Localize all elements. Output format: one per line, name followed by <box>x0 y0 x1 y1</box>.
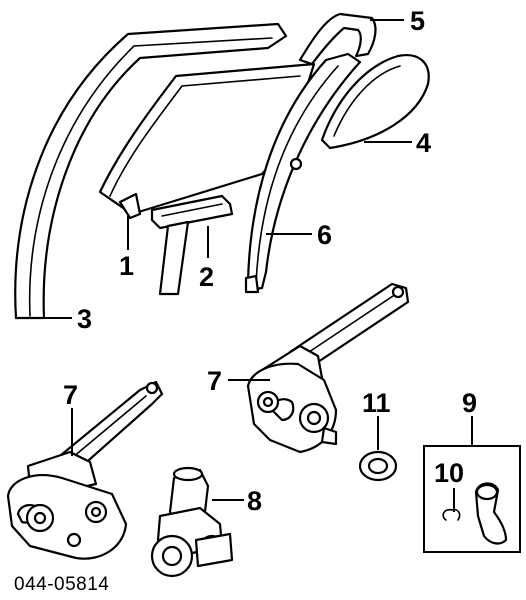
part-7-window-regulator-left <box>6 380 164 560</box>
callout-2: 2 <box>199 262 214 292</box>
part-11-grommet <box>358 450 398 482</box>
diagram-code: 044-05814 <box>14 574 109 595</box>
part-4-quarter-glass <box>320 54 430 150</box>
callout-10: 10 <box>434 458 464 488</box>
callout-9: 9 <box>462 388 477 418</box>
part-5-division-bar-top <box>298 12 377 66</box>
part-2-glass-channel <box>150 194 234 296</box>
part-3-glass-run-channel <box>14 22 288 320</box>
callout-11: 11 <box>362 388 391 418</box>
callout-7-left: 7 <box>63 380 78 410</box>
part-8-regulator-motor <box>150 466 234 578</box>
callout-5: 5 <box>410 6 425 36</box>
leader-lines <box>30 19 473 512</box>
callout-4: 4 <box>416 128 431 158</box>
callout-3: 3 <box>77 304 92 334</box>
part-7-window-regulator-right <box>246 282 410 454</box>
callout-6: 6 <box>317 220 332 250</box>
callout-7-right: 7 <box>207 366 222 396</box>
callout-8: 8 <box>247 486 262 516</box>
callout-1: 1 <box>119 251 134 281</box>
